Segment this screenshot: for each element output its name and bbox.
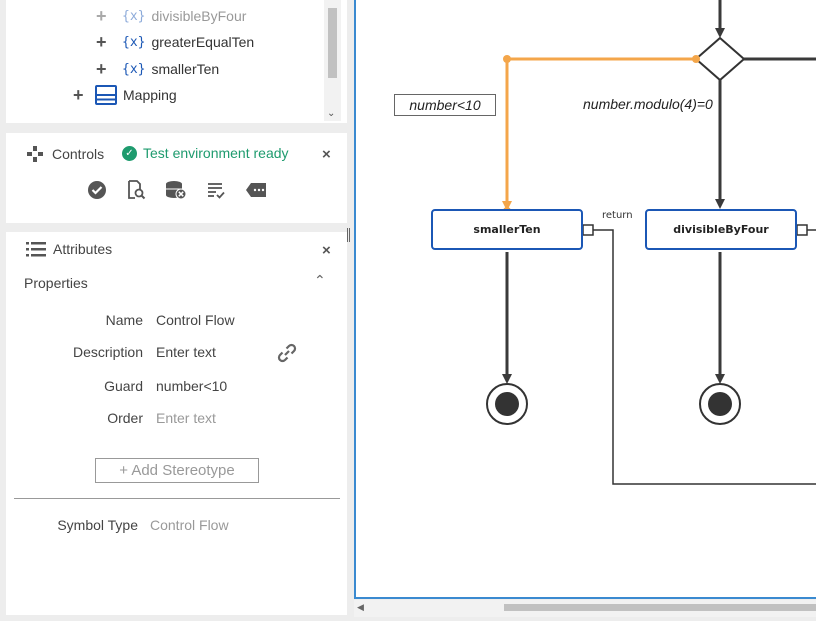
document-search-icon	[128, 180, 146, 200]
canvas-horizontal-scrollbar[interactable]: ◀	[354, 600, 816, 617]
tree-scrollbar[interactable]: ⌄	[324, 0, 341, 121]
action-node-divisible-by-four[interactable]: divisibleByFour	[645, 209, 797, 250]
tree-item-label: greaterEqualTen	[151, 34, 255, 50]
chevron-down-icon[interactable]: ⌄	[327, 108, 336, 119]
tag-button[interactable]	[245, 179, 267, 201]
model-tree-panel: + {x} divisibleByFour + {x} greaterEqual…	[6, 0, 347, 123]
order-field[interactable]: Enter text	[156, 410, 216, 426]
controls-panel: Controls ✓ Test environment ready ×	[6, 133, 347, 223]
controls-header: Controls	[26, 145, 104, 163]
left-sidebar: + {x} divisibleByFour + {x} greaterEqual…	[6, 0, 347, 621]
guard-label-right[interactable]: number.modulo(4)=0	[583, 96, 713, 112]
tag-icon	[246, 183, 266, 197]
chevron-left-icon[interactable]: ◀	[357, 602, 364, 612]
test-environment-status: ✓ Test environment ready	[122, 145, 289, 161]
tree-item-label: Mapping	[123, 87, 177, 103]
expand-icon[interactable]: +	[96, 59, 107, 79]
close-controls-button[interactable]: ×	[322, 146, 331, 163]
attributes-title: Attributes	[53, 241, 113, 257]
panel-splitter-handle[interactable]	[347, 226, 352, 244]
chevron-up-icon[interactable]: ⌃	[314, 272, 326, 288]
gamepad-icon	[27, 146, 43, 162]
name-label: Name	[105, 312, 143, 328]
checklist-button[interactable]	[205, 179, 227, 201]
return-pin-label: return	[602, 210, 633, 221]
description-field[interactable]: Enter text	[156, 344, 216, 360]
return-pin[interactable]	[796, 224, 808, 236]
return-flow[interactable]	[593, 229, 816, 485]
decision-node[interactable]	[694, 36, 746, 82]
expand-icon[interactable]: +	[96, 32, 107, 52]
variable-icon: {x}	[122, 34, 146, 50]
symbol-type-value: Control Flow	[150, 517, 229, 533]
close-attributes-button[interactable]: ×	[322, 242, 331, 259]
action-node-smaller-ten[interactable]: smallerTen	[431, 209, 583, 250]
guard-label: Guard	[104, 378, 143, 394]
tree-item-divisible-by-four[interactable]: + {x} divisibleByFour	[96, 6, 246, 26]
tree-item-label: smallerTen	[151, 61, 220, 77]
validate-button[interactable]	[86, 179, 108, 201]
expand-icon[interactable]: +	[73, 85, 84, 105]
expand-icon[interactable]: +	[96, 6, 107, 26]
attributes-header: Attributes	[26, 241, 112, 257]
selection-handle[interactable]	[503, 55, 511, 63]
variable-icon: {x}	[122, 8, 146, 24]
mapping-icon	[95, 85, 117, 105]
guard-field[interactable]: number<10	[156, 378, 228, 394]
check-circle-icon: ✓	[122, 145, 137, 161]
description-label: Description	[72, 344, 143, 360]
checklist-icon	[208, 183, 225, 199]
final-node-right-inner	[708, 392, 732, 416]
tree-item-mapping[interactable]: + Mapping	[73, 85, 177, 105]
database-delete-button[interactable]	[165, 179, 187, 201]
scrollbar-thumb[interactable]	[328, 8, 337, 78]
scrollbar-thumb[interactable]	[504, 604, 816, 611]
check-circle-icon	[88, 181, 106, 199]
diagram-edges	[486, 0, 816, 485]
variable-icon: {x}	[122, 61, 146, 77]
return-pin[interactable]	[582, 224, 594, 236]
final-node-left-inner	[495, 392, 519, 416]
status-text: Test environment ready	[143, 145, 289, 161]
divider	[14, 498, 340, 499]
symbol-type-label: Symbol Type	[57, 517, 138, 533]
tree-item-smaller-ten[interactable]: + {x} smallerTen	[96, 59, 219, 79]
attributes-panel: Attributes × Properties ⌃ Name Control F…	[6, 232, 347, 615]
controls-title: Controls	[52, 146, 105, 162]
list-icon	[26, 242, 46, 257]
guard-label-left[interactable]: number<10	[394, 94, 496, 116]
inspect-button[interactable]	[125, 179, 147, 201]
diagram-canvas[interactable]: number<10 number.modulo(4)=0 smallerTen …	[354, 0, 816, 599]
name-field[interactable]: Control Flow	[156, 312, 235, 328]
link-icon[interactable]	[276, 342, 298, 364]
database-delete-icon	[166, 181, 187, 200]
add-stereotype-button[interactable]: + Add Stereotype	[95, 458, 259, 483]
tree-item-greater-equal-ten[interactable]: + {x} greaterEqualTen	[96, 32, 254, 52]
tree-item-label: divisibleByFour	[151, 8, 247, 24]
properties-section-title: Properties	[24, 275, 88, 291]
control-flow-selected[interactable]	[502, 57, 696, 211]
selection-handle[interactable]	[692, 55, 700, 63]
order-label: Order	[107, 410, 143, 426]
